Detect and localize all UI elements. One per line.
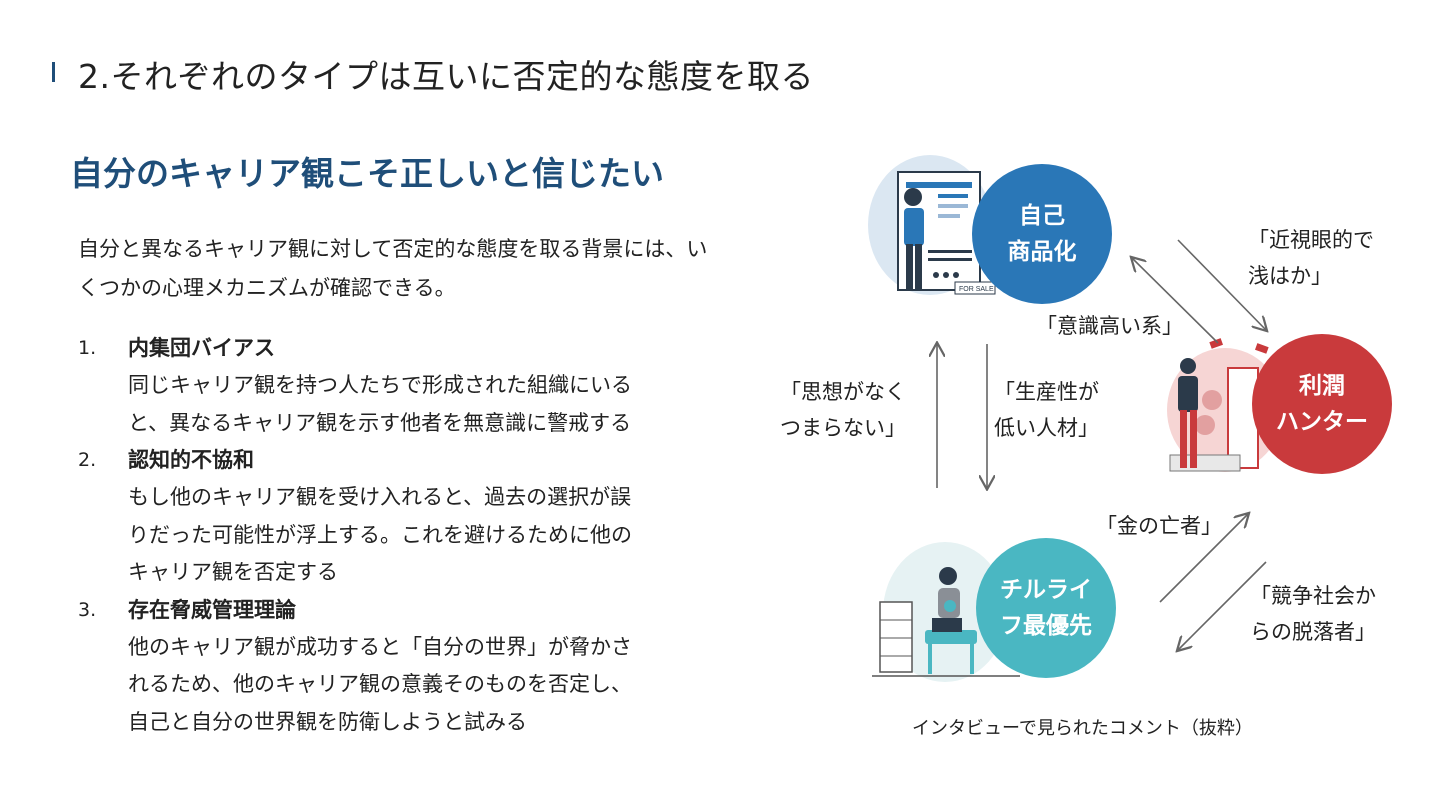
list-item: 1. 内集団バイアス 同じキャリア観を持つ人たちで形成された組織にいる と、異な… xyxy=(78,330,718,442)
label-seisansei: 「生産性が 低い人材」 xyxy=(994,380,1099,440)
arrow-rijun-to-chill xyxy=(1178,561,1267,650)
node-jiko-shohinka: 自己 商品化 xyxy=(972,164,1112,304)
item-heading: 認知的不協和 xyxy=(128,448,254,472)
label-kane-no-mouja: 「金の亡者」 xyxy=(1096,514,1222,538)
item-body: もし他のキャリア観を受け入れると、過去の選択が誤 りだった可能性が浮上する。これ… xyxy=(128,485,632,584)
item-body: 他のキャリア観が成功すると「自分の世界」が脅かさ れるため、他のキャリア観の意義… xyxy=(128,634,632,734)
arrow-rijun-to-jiko xyxy=(1132,258,1219,344)
item-number: 3. xyxy=(78,598,97,621)
node-chill-life: チルライ フ最優先 xyxy=(976,538,1116,678)
for-sale-sign: FOR SALE xyxy=(959,286,994,293)
label-ishiki-takai: 「意識高い系」 xyxy=(1036,314,1183,338)
node-rijun-hunter: 利潤 ハンター xyxy=(1252,334,1392,474)
item-number: 1. xyxy=(78,337,97,359)
section-subtitle: 自分のキャリア観こそ正しいと信じたい xyxy=(70,154,664,193)
item-number: 2. xyxy=(78,449,97,471)
item-heading: 内集団バイアス xyxy=(128,336,275,360)
item-heading: 存在脅威管理理論 xyxy=(128,597,296,622)
salesperson-illustration: FOR SALE xyxy=(868,155,996,295)
list-item: 2. 認知的不協和 もし他のキャリア観を受け入れると、過去の選択が誤 りだった可… xyxy=(78,442,718,592)
title-accent-bar xyxy=(52,62,55,82)
label-kinshigan: 「近視眼的で 浅はか」 xyxy=(1248,228,1374,288)
mechanism-list: 1. 内集団バイアス 同じキャリア観を持つ人たちで形成された組織にいる と、異な… xyxy=(78,330,718,741)
chill-life-illustration xyxy=(872,542,1020,682)
arrow-chill-to-rijun xyxy=(1159,514,1248,603)
arrow-jiko-to-rijun xyxy=(1177,239,1266,330)
diagram-caption: インタビューで見られたコメント（抜粋） xyxy=(912,718,1253,739)
page-title: 2.それぞれのタイプは互いに否定的な態度を取る xyxy=(78,57,814,96)
money-hunter-illustration xyxy=(1167,338,1283,472)
label-kyoso-datsuraku: 「競争社会か らの脱落者」 xyxy=(1250,584,1376,644)
label-shiso-nashi: 「思想がなく つまらない」 xyxy=(780,380,906,440)
item-body: 同じキャリア観を持つ人たちで形成された組織にいる と、異なるキャリア観を示す他者… xyxy=(128,373,632,435)
intro-paragraph: 自分と異なるキャリア観に対して否定的な態度を取る背景には、いくつかの心理メカニズ… xyxy=(78,237,708,300)
list-item: 3. 存在脅威管理理論 他のキャリア観が成功すると「自分の世界」が脅かさ れるた… xyxy=(78,592,718,742)
